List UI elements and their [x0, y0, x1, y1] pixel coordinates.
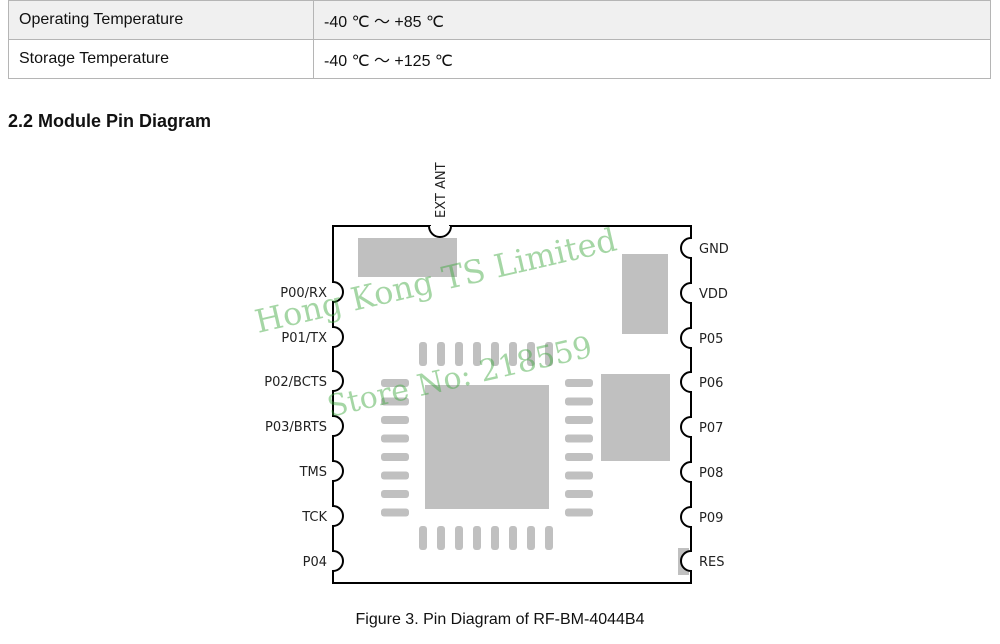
- pin-notch-p08: [680, 461, 692, 483]
- chip-pad: [565, 434, 593, 443]
- chip-pad: [545, 526, 553, 550]
- pin-notch-p09: [680, 506, 692, 528]
- pin-label-p01-tx: P01/TX: [281, 331, 327, 346]
- chip-pad: [381, 490, 409, 498]
- chip-pad: [565, 490, 593, 498]
- chip-pad: [565, 416, 593, 424]
- pin-label-ext-ant: EXT ANT: [434, 162, 449, 218]
- left-pins: P00/RX P01/TX P02/BCTS P03/BRTS TMS TCK P04: [264, 281, 344, 572]
- pin-label-p07: P07: [699, 421, 723, 436]
- chip-pad: [381, 379, 409, 387]
- chip-pad: [565, 397, 593, 406]
- spec-table: Operating Temperature -40 ℃ ～ +85 ℃ Stor…: [8, 0, 991, 79]
- pin-label-tck: TCK: [301, 510, 327, 525]
- component-block-top-left: [358, 238, 457, 277]
- pin-notch-p04: [332, 550, 344, 572]
- component-block-right-upper: [622, 254, 668, 334]
- table-cell-parameter: Operating Temperature: [8, 0, 314, 40]
- chip-pad: [527, 342, 535, 366]
- chip-pad: [545, 342, 553, 366]
- chip-pad: [381, 471, 409, 480]
- chip-pad: [565, 471, 593, 480]
- pin-notch-p01-tx: [332, 326, 344, 348]
- chip-pad: [473, 342, 481, 366]
- pin-notch-gnd: [680, 237, 692, 259]
- pin-notch-p06: [680, 371, 692, 393]
- pin-label-p02-bcts: P02/BCTS: [264, 375, 327, 390]
- pin-label-p05: P05: [699, 332, 723, 347]
- chip-pad: [565, 379, 593, 387]
- chip-pad: [381, 453, 409, 461]
- chip-pad: [419, 526, 427, 550]
- chip-pad: [527, 526, 535, 550]
- chip-pad: [565, 453, 593, 461]
- chip-pads: [381, 342, 593, 550]
- pin-label-res: RES: [699, 555, 725, 570]
- chip-pad: [381, 508, 409, 517]
- pin-label-tms: TMS: [299, 465, 327, 480]
- pin-label-gnd: GND: [699, 242, 729, 257]
- chip-pad: [381, 434, 409, 443]
- table-row: Operating Temperature -40 ℃ ～ +85 ℃: [8, 0, 991, 40]
- figure-caption: Figure 3. Pin Diagram of RF-BM-4044B4: [0, 611, 1000, 629]
- chip-pad: [491, 526, 499, 550]
- pin-label-vdd: VDD: [699, 287, 728, 302]
- chip-pad: [437, 526, 445, 550]
- figure-caption-text: Figure 3. Pin Diagram of RF-BM-4044B4: [355, 611, 645, 628]
- pin-notch-p03-brts: [332, 415, 344, 437]
- chip-pad: [419, 342, 427, 366]
- pin-notch-p05: [680, 327, 692, 349]
- chip-pad: [455, 342, 463, 366]
- chip-pad: [509, 342, 517, 366]
- pin-label-p08: P08: [699, 466, 723, 481]
- pin-label-p04: P04: [303, 555, 327, 570]
- chip-pad: [455, 526, 463, 550]
- chip-pad: [491, 342, 499, 366]
- component-block-right-lower: [601, 374, 670, 461]
- table-row: Storage Temperature -40 ℃ ～ +125 ℃: [8, 39, 991, 79]
- table-cell-value: -40 ℃ ～ +125 ℃: [313, 39, 991, 79]
- table-cell-parameter: Storage Temperature: [8, 39, 314, 79]
- pin-notch-p00-rx: [332, 281, 344, 303]
- pin-notch-tms: [332, 460, 344, 482]
- pin-notch-res: [680, 550, 692, 572]
- table-cell-value: -40 ℃ ～ +85 ℃: [313, 0, 991, 40]
- chip-pad: [381, 416, 409, 424]
- chip-body: [425, 385, 549, 509]
- pin-notch-p07: [680, 416, 692, 438]
- chip-pad: [437, 342, 445, 366]
- chip-pad: [509, 526, 517, 550]
- chip-pad: [381, 397, 409, 406]
- pin-notch-p02-bcts: [332, 370, 344, 392]
- pin-label-p06: P06: [699, 376, 723, 391]
- pin-label-p03-brts: P03/BRTS: [265, 420, 327, 435]
- chip-pad: [565, 508, 593, 517]
- section-heading: 2.2 Module Pin Diagram: [8, 111, 212, 131]
- chip-pad: [473, 526, 481, 550]
- pin-label-p09: P09: [699, 511, 723, 526]
- pin-notch-ext-ant: [428, 225, 452, 238]
- pin-label-p00-rx: P00/RX: [280, 286, 327, 301]
- pin-notch-vdd: [680, 282, 692, 304]
- pin-notch-tck: [332, 505, 344, 527]
